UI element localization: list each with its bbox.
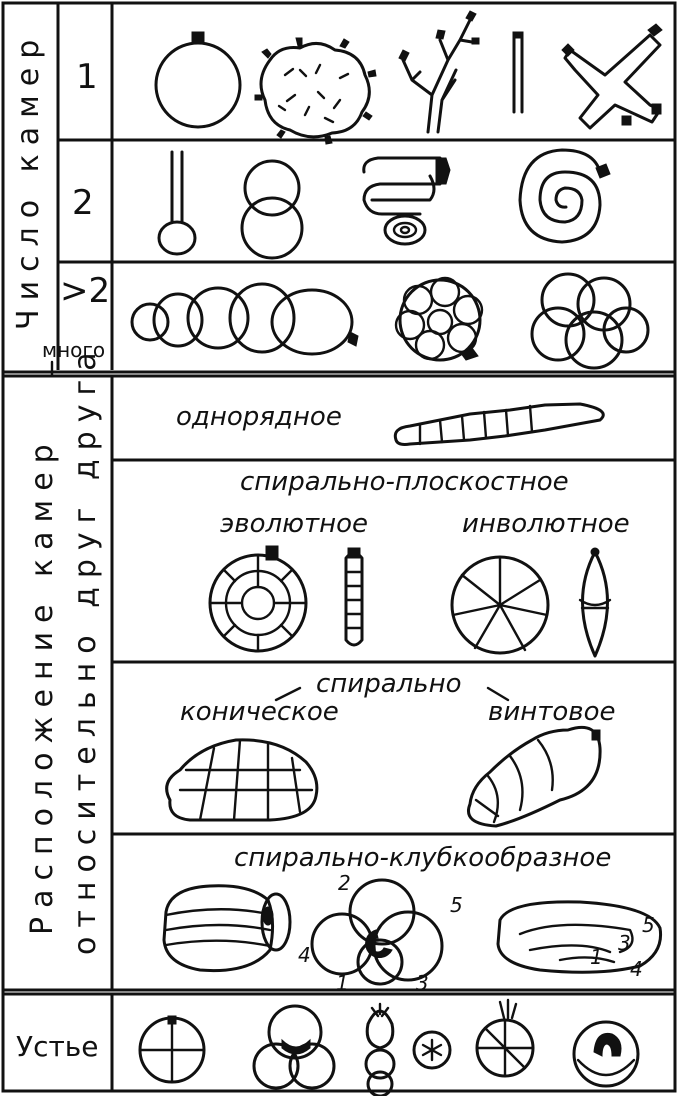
aperture-top-view-drawing: [414, 1032, 450, 1068]
coiled-tube-drawing: [364, 158, 450, 244]
aperture-terminal-drawing: [140, 1016, 204, 1082]
chamber-number-3: 3: [416, 971, 429, 995]
aperture-lipped-drawing: [574, 1022, 638, 1086]
aperture-label: Устье: [16, 1030, 99, 1063]
helical-high-spire-drawing: [468, 727, 600, 826]
conical-label: коническое: [180, 697, 339, 727]
row-label-one: 1: [76, 57, 98, 97]
aperture-drawings: [140, 1000, 638, 1096]
conical-trochospire-drawing: [167, 740, 317, 820]
section-number-5: 5: [642, 913, 655, 937]
glomerate-section-drawing: 5 3 1 4: [498, 902, 661, 981]
section-number-3: 3: [618, 931, 631, 955]
table-grid: [3, 3, 675, 1091]
globular-cluster-drawing: [532, 274, 648, 368]
chamber-count-label: Число камер: [11, 31, 46, 330]
chamber-number-1: 1: [336, 971, 349, 995]
multi-chamber-drawings: [132, 274, 648, 368]
planispiral-tube-drawing: [520, 150, 610, 242]
section-number-1: 1: [590, 945, 603, 969]
uniserial-elongate-drawing: [395, 404, 603, 445]
aperture-radiate-drawing: [366, 1004, 394, 1096]
section-number-4: 4: [630, 957, 643, 981]
aperture-interiomarginal-drawing: [254, 1006, 334, 1088]
arrangement-label-line2: относительно друг друга: [68, 343, 103, 955]
glomerate-numbered-drawing: 2 5 4 1 3: [298, 871, 463, 995]
glomerate-label: спирально-клубкообразное: [234, 843, 611, 873]
evolute-spiral-drawing: [210, 546, 306, 651]
branching-chamber-drawing: [399, 11, 479, 132]
involute-spiral-drawing: [452, 557, 548, 653]
tubular-chamber-drawing: [513, 32, 523, 112]
involute-label: инволютное: [462, 509, 630, 539]
chamber-number-5: 5: [450, 893, 463, 917]
involute-edge-view-drawing: [580, 548, 610, 656]
spiral-label: спирально: [316, 669, 461, 699]
two-chamber-drawings: [159, 150, 610, 258]
evolute-label: эволютное: [220, 509, 368, 539]
uniserial-label: однорядное: [176, 402, 342, 432]
chamber-number-4: 4: [298, 943, 311, 967]
single-chamber-drawings: [156, 11, 662, 144]
row-label-more-than-two: >2: [60, 271, 110, 311]
row-label-many: много: [42, 338, 105, 362]
trochospiral-rosette-drawing: [396, 278, 482, 360]
aperture-multiple-drawing: [477, 1000, 533, 1076]
star-shaped-chamber-drawing: [562, 24, 662, 128]
chamber-number-2: 2: [338, 871, 351, 895]
helical-label: винтовое: [488, 697, 616, 727]
spherical-chamber-drawing: [156, 32, 240, 127]
spiny-spherical-chamber-drawing: [255, 38, 376, 144]
planispiral-label: спирально-плоскостное: [240, 467, 569, 497]
evolute-edge-view-drawing: [346, 548, 362, 645]
double-sphere-drawing: [242, 161, 302, 258]
glomerate-external-drawing: [164, 886, 290, 971]
uniserial-chain-drawing: [132, 284, 358, 354]
row-label-two: 2: [72, 183, 94, 223]
arrangement-label-line1: Расположение камер: [25, 435, 60, 935]
proloculus-tube-drawing: [159, 152, 195, 254]
